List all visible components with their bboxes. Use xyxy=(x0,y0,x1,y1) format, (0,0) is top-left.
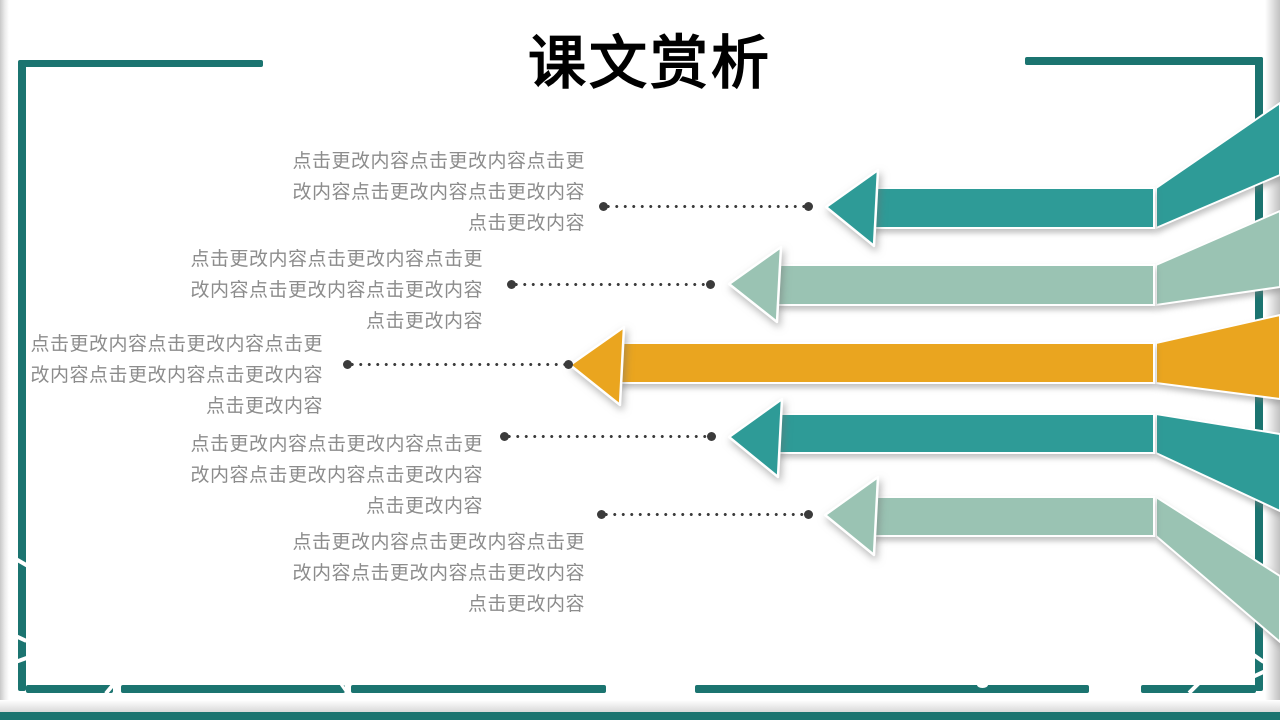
arrow-3-shaft xyxy=(616,342,1155,384)
arrow-5-shaft xyxy=(871,496,1155,537)
footer-accent-bar xyxy=(0,712,1280,720)
placeholder-text-block-2[interactable]: 点击更改内容点击更改内容点击更 改内容点击更改内容点击更改内容 点击更改内容 xyxy=(0,244,483,337)
arrow-5[interactable] xyxy=(823,475,1280,644)
arrow-1-head xyxy=(824,168,880,248)
arrow-4-shaft xyxy=(774,413,1155,454)
arrow-2-head xyxy=(727,245,783,324)
placeholder-line: 点击更改内容 xyxy=(467,213,585,234)
placeholder-line: 点击更改内容 xyxy=(467,594,585,615)
placeholder-line: 点击更改内容 xyxy=(205,396,323,417)
arrow-4-band xyxy=(1155,412,1280,513)
placeholder-line: 改内容点击更改内容点击更改内容 xyxy=(292,182,585,203)
placeholder-text-block-4[interactable]: 点击更改内容点击更改内容点击更 改内容点击更改内容点击更改内容 点击更改内容 xyxy=(0,429,483,522)
frame-crack-mark xyxy=(977,682,988,688)
leader-dotted-line-2 xyxy=(507,280,715,289)
frame-bottom-segment xyxy=(26,685,113,693)
arrow-4[interactable] xyxy=(727,397,1280,513)
frame-top-left-segment xyxy=(19,60,263,67)
arrow-3[interactable] xyxy=(568,313,1280,407)
page-title: 课文赏析 xyxy=(527,29,772,97)
arrow-2-band xyxy=(1155,209,1280,307)
placeholder-line: 点击更改内容点击更改内容点击更 xyxy=(292,532,585,553)
leader-dotted-line-3 xyxy=(343,360,573,369)
arrow-4-head xyxy=(727,397,784,479)
placeholder-line: 点击更改内容点击更改内容点击更 xyxy=(190,249,483,270)
placeholder-line: 点击更改内容 xyxy=(365,496,483,517)
placeholder-line: 改内容点击更改内容点击更改内容 xyxy=(292,563,585,584)
arrow-5-band xyxy=(1155,495,1280,644)
placeholder-line: 点击更改内容点击更改内容点击更 xyxy=(292,151,585,172)
placeholder-line: 改内容点击更改内容点击更改内容 xyxy=(190,280,483,301)
arrow-2-shaft xyxy=(773,264,1155,306)
placeholder-text-block-1[interactable]: 点击更改内容点击更改内容点击更 改内容点击更改内容点击更改内容 点击更改内容 xyxy=(25,146,585,239)
placeholder-line: 改内容点击更改内容点击更改内容 xyxy=(30,365,323,386)
bottom-edge-shade xyxy=(0,700,1280,712)
placeholder-line: 改内容点击更改内容点击更改内容 xyxy=(190,465,483,486)
leader-dotted-line-1 xyxy=(599,202,813,211)
arrow-2[interactable] xyxy=(727,209,1280,324)
arrow-3-head xyxy=(568,325,626,407)
arrow-1-band xyxy=(1155,101,1280,230)
placeholder-line: 点击更改内容 xyxy=(365,311,483,332)
frame-top-right-segment xyxy=(1025,57,1263,65)
frame-bottom-segment xyxy=(1141,685,1256,693)
arrow-1-shaft xyxy=(871,187,1155,229)
placeholder-line: 点击更改内容点击更改内容点击更 xyxy=(30,334,323,355)
frame-bottom-segment xyxy=(695,685,1089,693)
arrow-1[interactable] xyxy=(824,101,1280,248)
placeholder-text-block-3[interactable]: 点击更改内容点击更改内容点击更 改内容点击更改内容点击更改内容 点击更改内容 xyxy=(0,329,323,422)
leader-dotted-line-5 xyxy=(597,510,813,519)
frame-bottom-segment xyxy=(351,685,606,693)
placeholder-line: 点击更改内容点击更改内容点击更 xyxy=(190,434,483,455)
left-edge-shade xyxy=(0,0,9,720)
placeholder-text-block-5[interactable]: 点击更改内容点击更改内容点击更 改内容点击更改内容点击更改内容 点击更改内容 xyxy=(25,527,585,620)
arrow-5-head xyxy=(823,475,880,557)
leader-dotted-line-4 xyxy=(500,432,716,441)
frame-left-border xyxy=(18,60,26,691)
frame-bottom-segment xyxy=(121,685,345,693)
arrow-3-band xyxy=(1155,313,1280,401)
